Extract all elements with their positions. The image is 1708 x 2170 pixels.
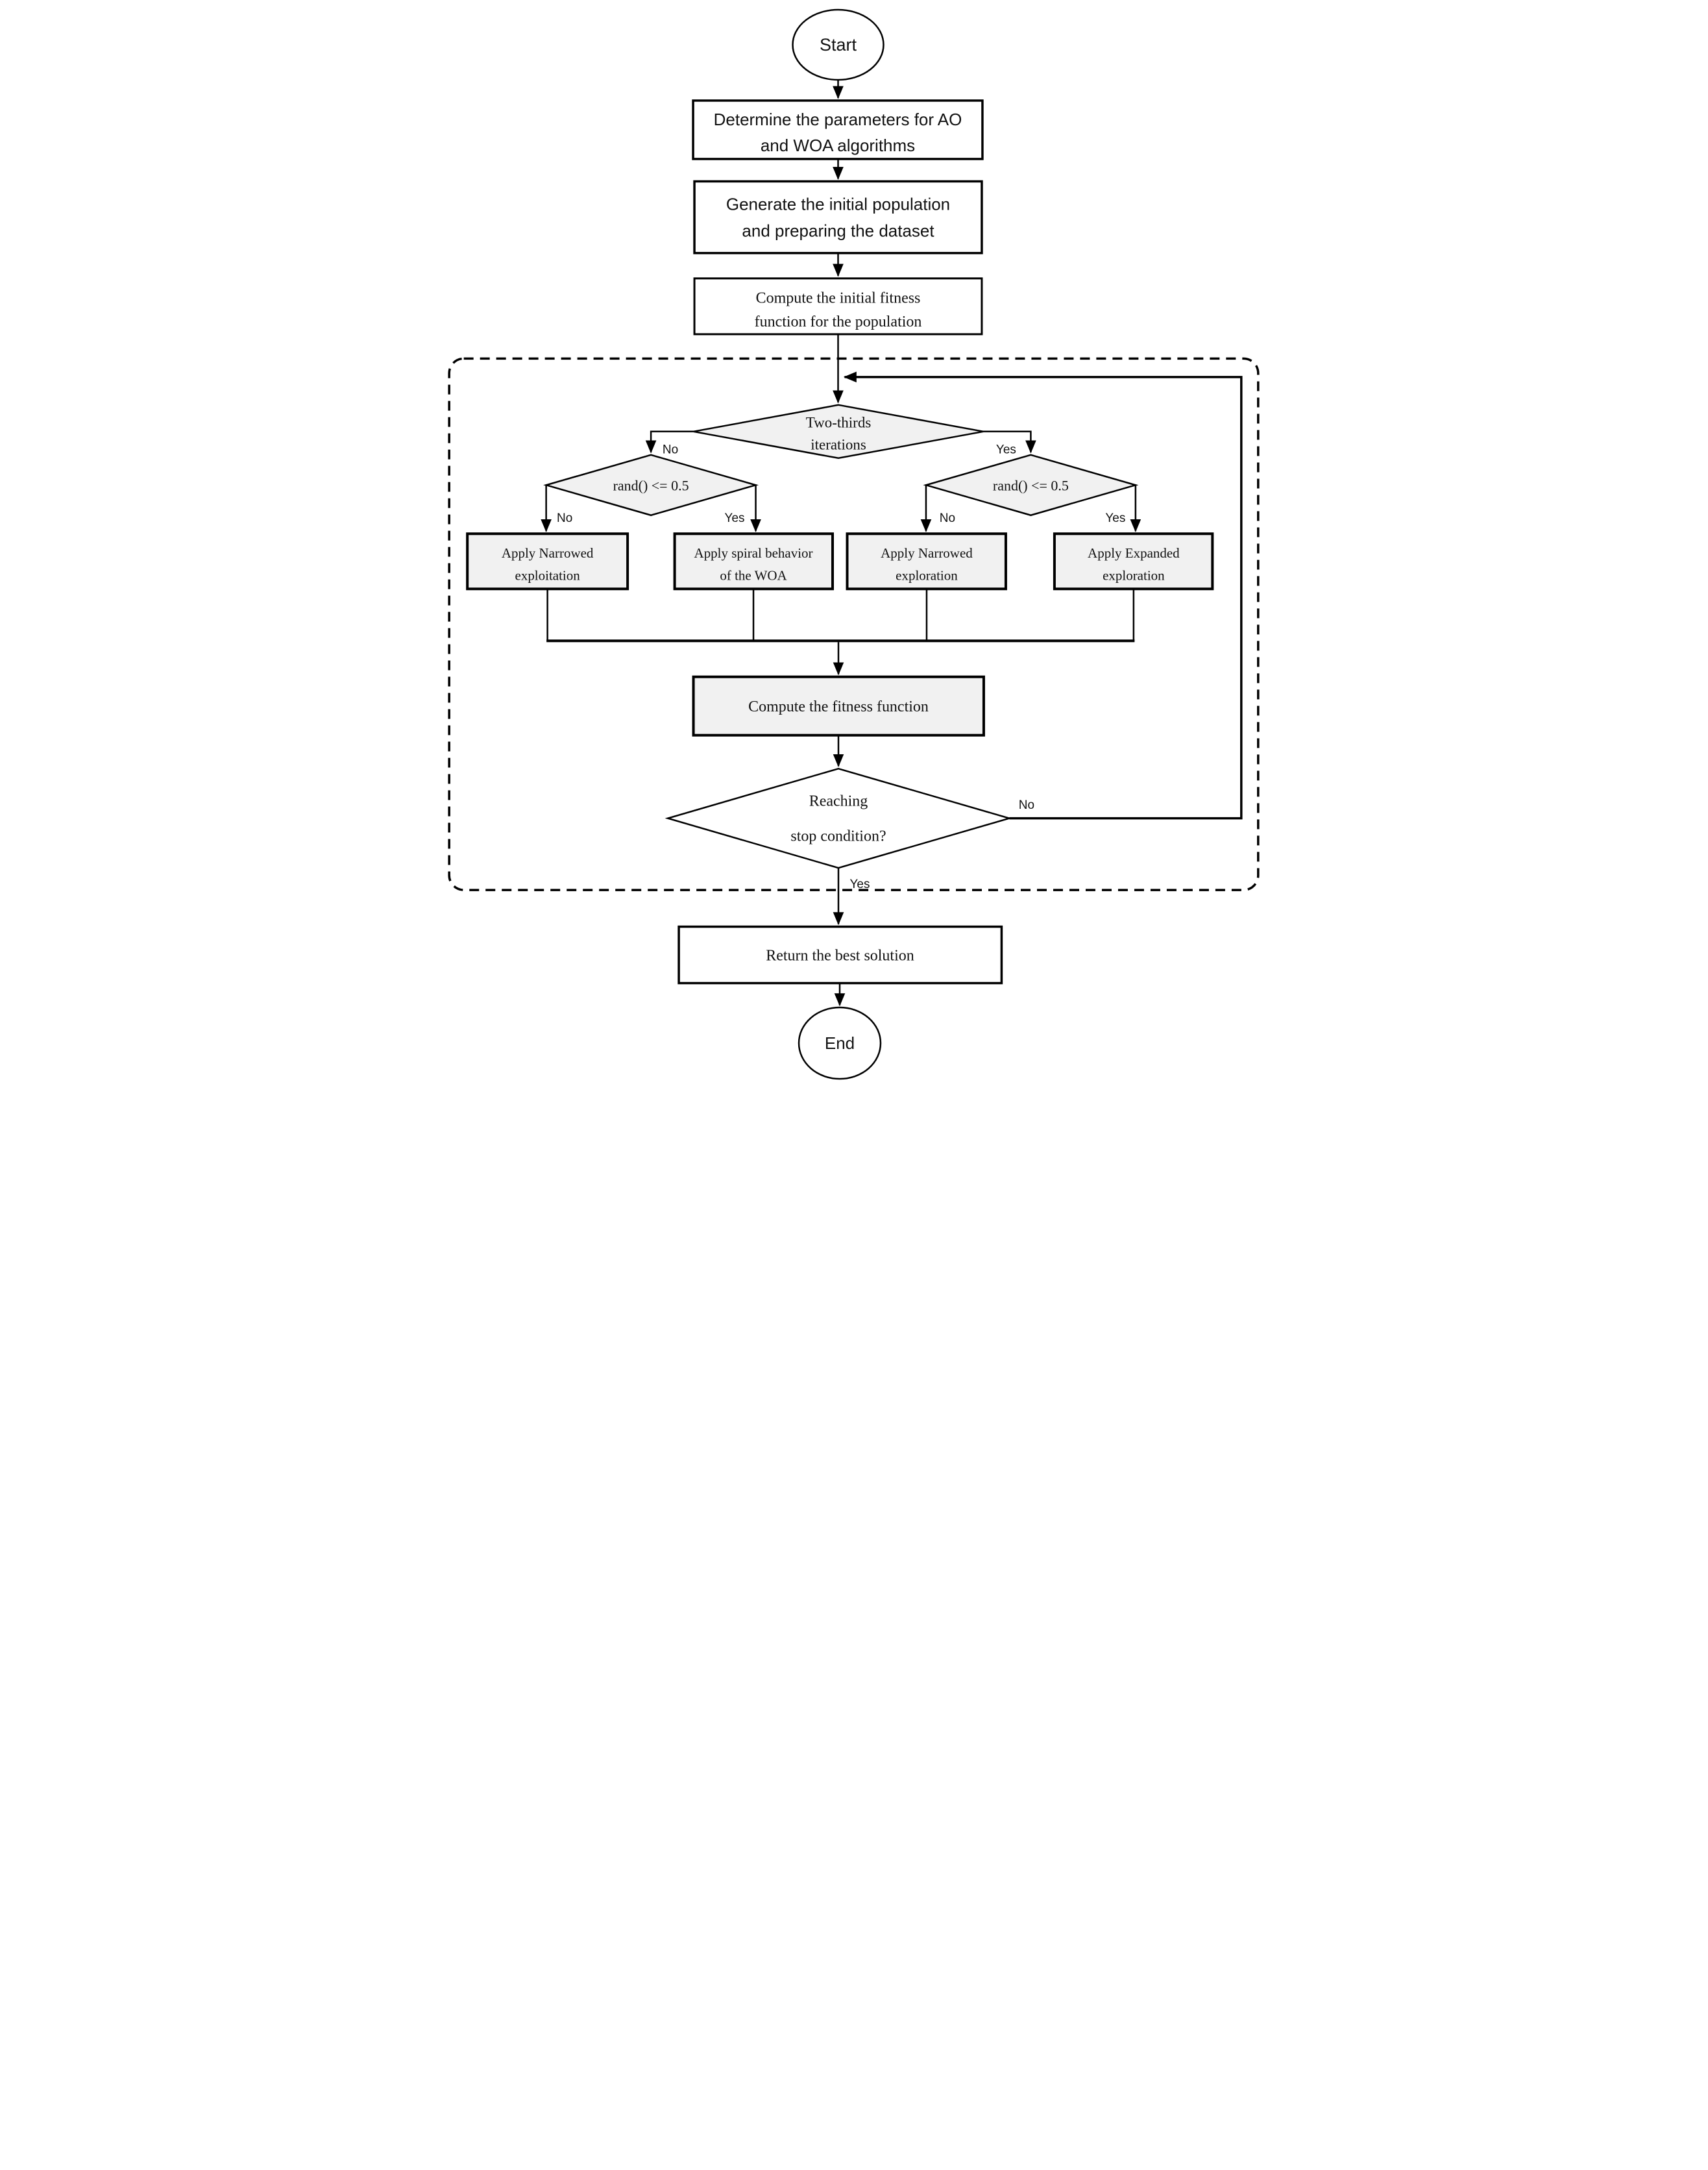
compute-initial-fitness-label-line1: Compute the initial fitness [756, 290, 921, 306]
determine-params-label-line2: and WOA algorithms [761, 136, 915, 155]
apply-narrowed-exploitation-label-line2: exploitation [515, 568, 581, 584]
generate-population-label-line1: Generate the initial population [726, 194, 950, 214]
edge-two-thirds-yes-to-rand-right [982, 430, 1036, 454]
rand-right-decision [923, 454, 1139, 517]
stop-condition-label-line1: Reaching [809, 793, 868, 810]
apply-narrowed-exploration-label-line1: Apply Narrowed [881, 545, 973, 561]
apply-spiral-behavior-node [673, 532, 835, 591]
determine-params-node [692, 99, 984, 160]
two-thirds-iterations-decision [693, 404, 984, 460]
end-node [798, 1006, 882, 1080]
determine-params-label-line1: Determine the parameters for AO [714, 110, 962, 129]
edge-stop-no-loopback [843, 371, 1243, 820]
compute-initial-fitness-node [693, 277, 983, 336]
edge-two-thirds-no-to-rand-left [645, 430, 694, 454]
generate-population-label-line2: and preparing the dataset [742, 221, 934, 240]
rand-left-decision [543, 454, 759, 517]
start-node [792, 8, 884, 81]
rand-right-yes-label: Yes [1105, 512, 1125, 525]
generate-population-node [693, 180, 983, 254]
apply-narrowed-exploitation-node [466, 532, 629, 591]
compute-fitness-label: Compute the fitness function [748, 698, 929, 715]
flowchart-canvas: Start Determine the parameters for AO an… [448, 8, 1260, 1080]
loop-region-dashed-border [448, 357, 1260, 891]
apply-spiral-behavior-label-line1: Apply spiral behavior [694, 545, 813, 561]
two-thirds-no-label: No [663, 443, 678, 456]
rand-left-label: rand() <= 0.5 [613, 477, 689, 493]
stop-condition-label-line2: stop condition? [790, 828, 886, 845]
compute-initial-fitness-label-line2: function for the population [755, 314, 922, 330]
compute-fitness-node [692, 675, 985, 737]
rand-right-no-label: No [940, 512, 955, 525]
return-best-label: Return the best solution [766, 948, 914, 965]
return-best-node [677, 925, 1003, 985]
two-thirds-iterations-label-line1: Two-thirds [806, 414, 872, 430]
flowchart-page: Start Determine the parameters for AO an… [427, 0, 1281, 1085]
rand-left-yes-label: Yes [725, 512, 745, 525]
apply-expanded-exploration-label-line1: Apply Expanded [1088, 545, 1180, 561]
stop-condition-decision [665, 767, 1012, 869]
stop-yes-label: Yes [850, 878, 870, 891]
apply-expanded-exploration-label-line2: exploration [1103, 568, 1165, 584]
end-label: End [825, 1033, 855, 1053]
rand-left-no-label: No [557, 512, 572, 525]
two-thirds-iterations-label-line2: iterations [811, 436, 866, 452]
two-thirds-yes-label: Yes [996, 443, 1016, 456]
start-label: Start [820, 35, 857, 55]
rand-right-label: rand() <= 0.5 [993, 477, 1069, 493]
apply-narrowed-exploration-node [846, 532, 1007, 591]
apply-narrowed-exploitation-label-line1: Apply Narrowed [502, 545, 594, 561]
apply-narrowed-exploration-label-line2: exploration [896, 568, 958, 584]
apply-spiral-behavior-label-line2: of the WOA [720, 568, 787, 584]
stop-no-label: No [1019, 798, 1034, 812]
apply-expanded-exploration-node [1053, 532, 1214, 591]
